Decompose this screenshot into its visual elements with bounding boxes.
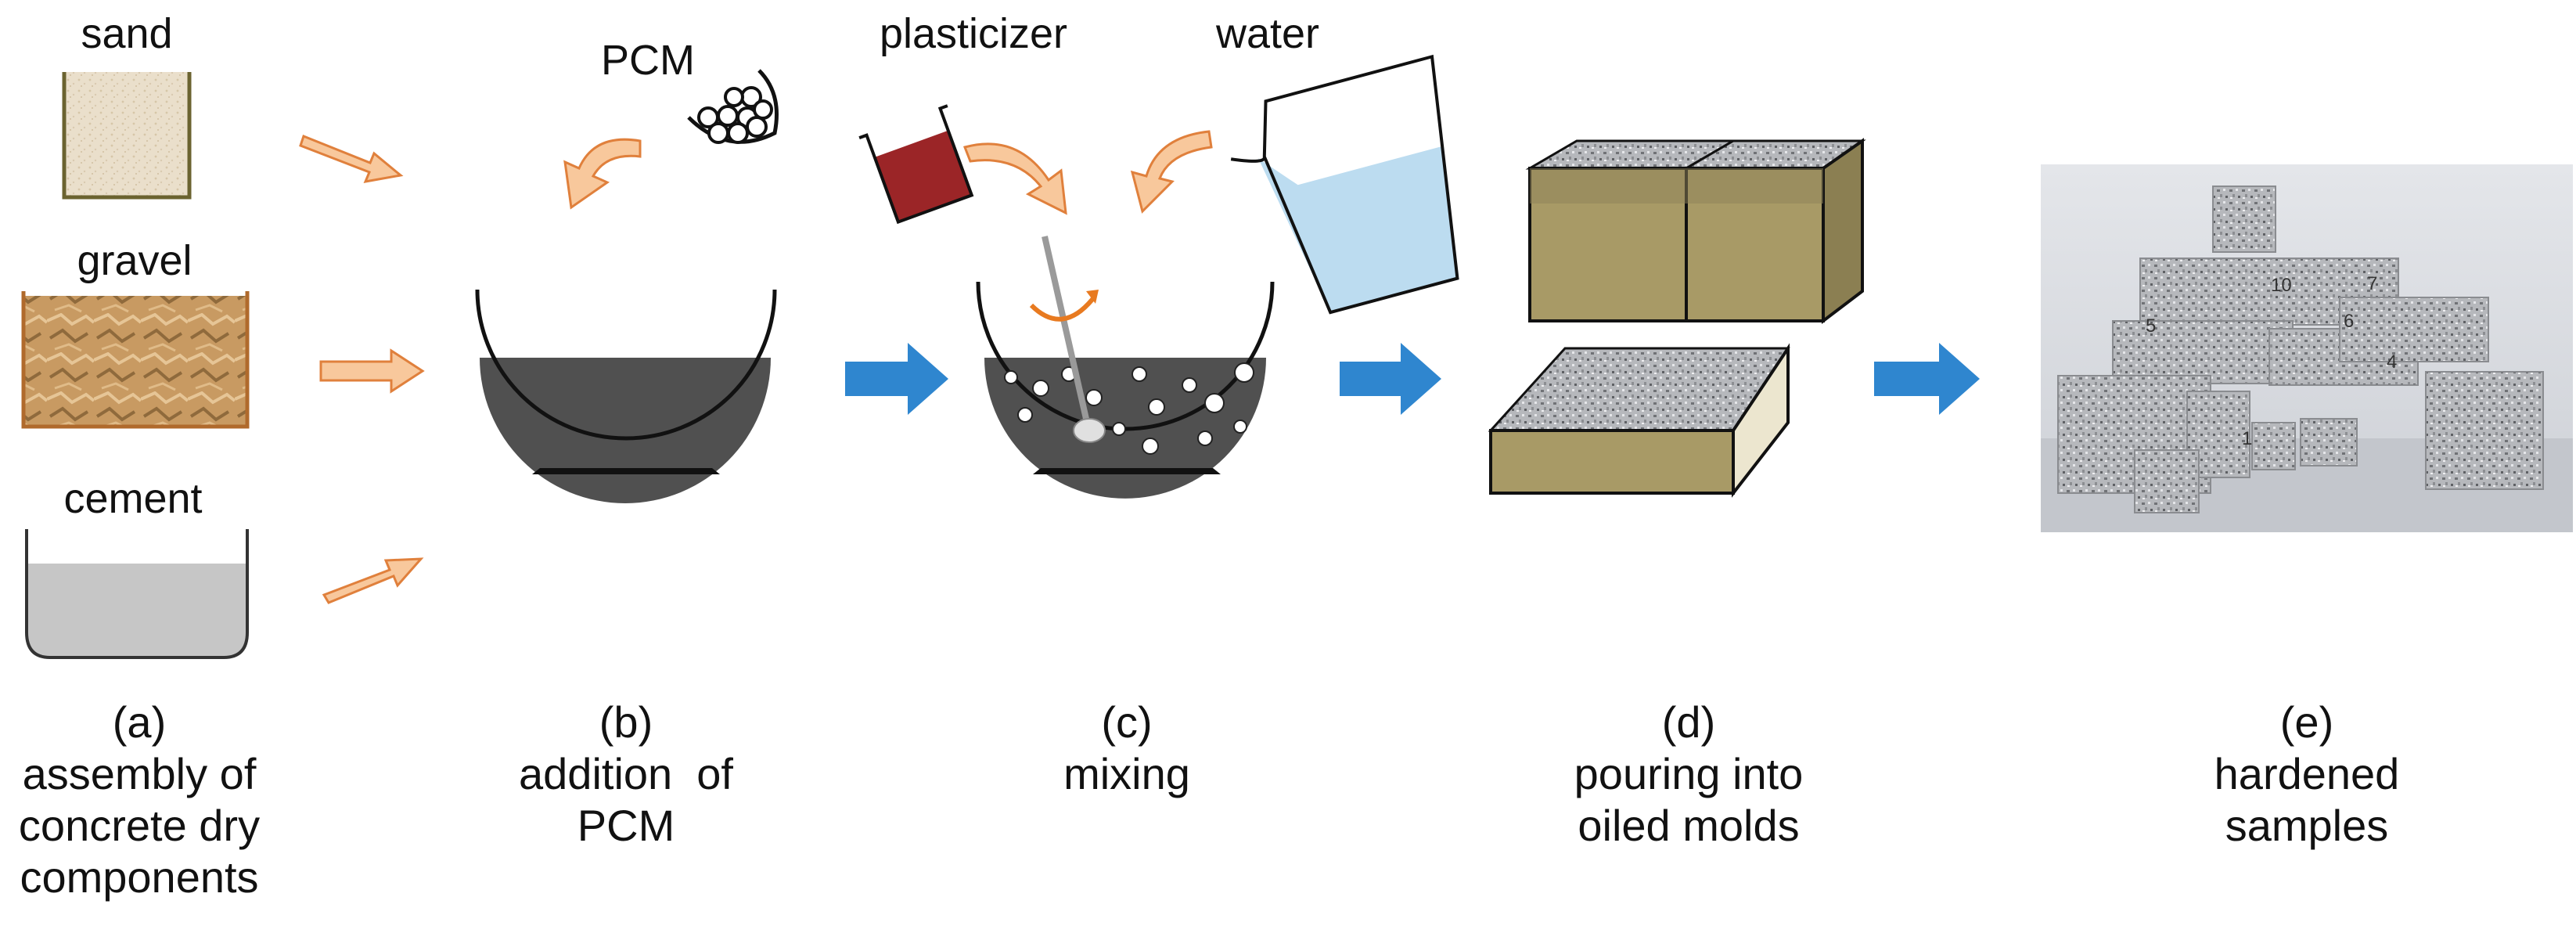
blue-arrow-b-c xyxy=(845,343,948,415)
pcm-capsules xyxy=(687,69,779,144)
sample-number: 6 xyxy=(2344,311,2354,332)
caption-b: (b) addition of PCM xyxy=(519,697,733,852)
orange-arrow-sand xyxy=(299,135,404,183)
gravel-label: gravel xyxy=(77,237,192,284)
cement-container xyxy=(25,529,249,659)
sample-number: 4 xyxy=(2387,351,2397,373)
cement-label: cement xyxy=(63,475,203,522)
caption-c: (c) mixing xyxy=(1063,697,1190,800)
rotation-arrow-icon xyxy=(1029,290,1099,322)
caption-letter: (b) xyxy=(599,697,653,747)
caption-line: components xyxy=(20,852,259,902)
orange-curved-arrow-water xyxy=(1130,130,1213,214)
caption-line: PCM xyxy=(577,801,675,850)
pcm-label: PCM xyxy=(601,37,695,84)
caption-e: (e) hardened samples xyxy=(2214,697,2400,852)
caption-line: addition of xyxy=(519,749,733,798)
caption-letter: (a) xyxy=(112,697,167,747)
sand-label: sand xyxy=(81,10,173,57)
orange-curved-arrow-plasticizer xyxy=(962,142,1067,215)
caption-d: (d) pouring into oiled molds xyxy=(1574,697,1804,852)
mixing-bowl xyxy=(976,281,1275,499)
water-label: water xyxy=(1215,10,1320,57)
caption-a: (a) assembly of concrete dry components xyxy=(19,697,260,903)
mixing-spoon xyxy=(1042,236,1106,443)
caption-line: pouring into xyxy=(1574,749,1804,798)
sample-number: 5 xyxy=(2146,315,2156,337)
plasticizer-label: plasticizer xyxy=(879,10,1068,57)
gravel-container xyxy=(21,291,250,429)
caption-line: mixing xyxy=(1063,749,1190,798)
sample-number: 7 xyxy=(2367,273,2377,294)
orange-arrow-cement xyxy=(322,557,424,604)
caption-letter: (e) xyxy=(2279,697,2334,747)
caption-line: oiled molds xyxy=(1578,801,1800,850)
slab-mold xyxy=(1488,343,1790,498)
sample-number: 1 xyxy=(2242,428,2252,449)
plasticizer-beaker xyxy=(858,104,974,225)
cube-molds xyxy=(1525,138,1866,325)
orange-curved-arrow-pcm xyxy=(563,138,642,210)
blue-arrow-c-d xyxy=(1340,343,1441,415)
caption-letter: (c) xyxy=(1101,697,1153,747)
pcm-bowl xyxy=(475,289,777,503)
sample-number: 10 xyxy=(2271,275,2292,296)
water-pitcher xyxy=(1230,54,1459,315)
caption-line: assembly of xyxy=(22,749,257,798)
hardened-samples-photo: 1 4 5 6 7 10 xyxy=(2041,164,2573,532)
blue-arrow-d-e xyxy=(1874,343,1980,415)
caption-letter: (d) xyxy=(1661,697,1716,747)
caption-line: samples xyxy=(2225,801,2389,850)
orange-arrow-gravel xyxy=(319,348,425,394)
sand-container xyxy=(62,72,192,200)
caption-line: concrete dry xyxy=(18,801,261,850)
caption-line: hardened xyxy=(2214,749,2400,798)
